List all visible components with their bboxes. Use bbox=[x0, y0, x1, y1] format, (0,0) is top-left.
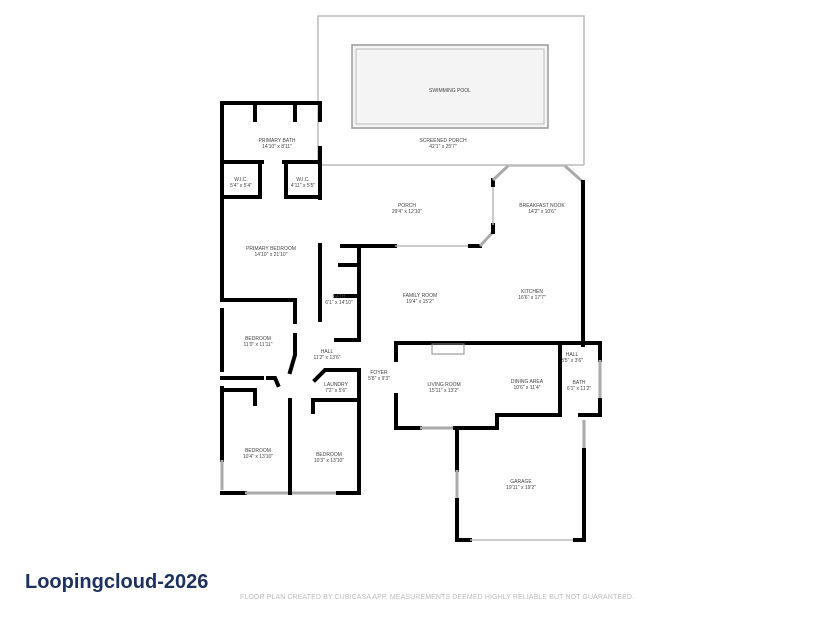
room-name: LAUNDRY bbox=[324, 382, 348, 388]
room-name: FAMILY ROOM bbox=[403, 293, 437, 299]
room-dimensions: 29'4" x 12'10" bbox=[392, 209, 422, 215]
room-label: SWIMMING POOL bbox=[429, 88, 471, 94]
room-name: LIVING ROOM bbox=[427, 382, 460, 388]
room-label: W.I.C.4'11" x 5'5" bbox=[291, 177, 315, 189]
room-dimensions: 14'2" x 10'6" bbox=[528, 209, 556, 215]
room-name: HALL bbox=[321, 349, 334, 355]
room-name: BEDROOM bbox=[316, 452, 342, 458]
room-name: BREAKFAST NOOK bbox=[519, 203, 565, 209]
room-dimensions: 19'11" x 19'2" bbox=[506, 485, 536, 491]
room-name: PORCH bbox=[398, 203, 416, 209]
room-name: W.I.C. bbox=[296, 177, 310, 183]
room-dimensions: 6'1" x 14'10" bbox=[325, 300, 353, 306]
room-dimensions: 6'1" x 11'2" bbox=[567, 386, 591, 392]
room-name: W.I.C. bbox=[234, 177, 248, 183]
room-dimensions: 14'10" x 8'11" bbox=[262, 144, 292, 150]
room-name: PRIMARY BEDROOM bbox=[246, 246, 296, 252]
room-dimensions: 10'3" x 13'10" bbox=[314, 458, 344, 464]
room-dimensions: 11'0" x 11'11" bbox=[243, 342, 272, 348]
footer-disclaimer: FLOOR PLAN CREATED BY CUBICASA APP. MEAS… bbox=[240, 594, 635, 601]
room-name: HALL bbox=[566, 352, 579, 358]
room-dimensions: 5'4" x 5'4" bbox=[230, 183, 252, 189]
room-dimensions: 15'11" x 13'2" bbox=[429, 388, 459, 394]
room-name: BATH bbox=[573, 380, 586, 386]
room-name: KITCHEN bbox=[521, 289, 543, 295]
room-dimensions: 19'4" x 15'2" bbox=[406, 299, 434, 305]
room-name: FOYER bbox=[370, 370, 388, 376]
room-name: BEDROOM bbox=[245, 448, 271, 454]
room-label: W.I.C.5'4" x 5'4" bbox=[230, 177, 252, 189]
room-dimensions: 11'2" x 13'6" bbox=[313, 355, 340, 361]
room-dimensions: 7'2" x 5'6" bbox=[325, 388, 347, 394]
room-dimensions: 5'8" x 9'3" bbox=[368, 376, 390, 382]
swimming-pool bbox=[351, 44, 549, 129]
room-dimensions: 16'6" x 17'7" bbox=[518, 295, 546, 301]
screened-porch-outline bbox=[317, 15, 585, 166]
room-dimensions: 10'6" x 11'4" bbox=[513, 385, 540, 391]
room-dimensions: 4'11" x 5'5" bbox=[291, 183, 315, 189]
room-dimensions: 3'5" x 3'6" bbox=[561, 358, 583, 364]
room-name: SWIMMING POOL bbox=[429, 88, 471, 94]
room-dimensions: 10'4" x 13'10" bbox=[243, 454, 273, 460]
brand-title: Loopingcloud-2026 bbox=[25, 571, 209, 593]
walls bbox=[220, 101, 602, 542]
room-name: GARAGE bbox=[510, 479, 532, 485]
room-dimensions: 42'1" x 25'7" bbox=[429, 144, 457, 150]
room-dimensions: 14'10" x 21'10" bbox=[255, 252, 288, 258]
room-name: BEDROOM bbox=[245, 336, 271, 342]
room-name: BATH bbox=[333, 294, 346, 300]
room-name: DINING AREA bbox=[511, 379, 544, 385]
room-name: SCREENED PORCH bbox=[419, 138, 467, 144]
room-name: PRIMARY BATH bbox=[259, 138, 296, 144]
